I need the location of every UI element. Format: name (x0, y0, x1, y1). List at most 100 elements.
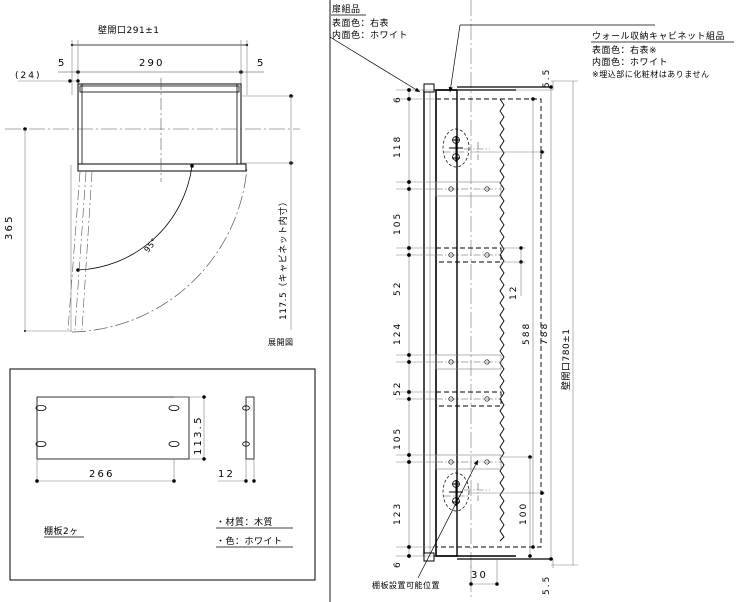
slot-hole (448, 459, 454, 465)
dim-sec-105-a: 105 (393, 212, 403, 235)
dim-dot (68, 79, 72, 83)
cabinet-assembly-line-1: 表面色：右表※ (592, 44, 657, 56)
shelf-pin (35, 404, 47, 411)
top-left-notch (423, 83, 435, 93)
hinge-bottom (442, 472, 470, 512)
dim-sec-wall-opening: 壁開口780±1 (560, 329, 572, 390)
shelf-detail-group (9, 368, 316, 581)
door-trace (74, 171, 87, 331)
dim-dot (519, 246, 523, 250)
dim-dot (202, 395, 206, 399)
dim-dot (172, 479, 176, 483)
dim-shelf-width: 266 (89, 469, 115, 480)
door-assembly-heading: 扉組品 (332, 3, 361, 15)
dim-sec-5-5-top: 5.5 (542, 68, 552, 88)
cabinet-assembly-heading: ウォール収納キャビネット組品 (592, 30, 725, 42)
dim-wall-opening-291: 壁開口291±1 (98, 24, 159, 36)
shelf-pin (168, 440, 180, 447)
dim-dot (549, 557, 553, 561)
hinge-screw (452, 480, 460, 488)
slot-hole (484, 186, 490, 192)
shelf-position-label: 棚板設置可能位置 (372, 580, 440, 590)
slot-hole (448, 396, 454, 402)
dim-shelf-thickness: 12 (218, 469, 235, 480)
door-swing-arc-outer (71, 167, 248, 333)
slot-hole (448, 359, 454, 365)
cabinet-assembly-line-2: 内面色：ホワイト (592, 56, 668, 68)
dim-sec-124: 124 (393, 322, 403, 345)
leader-door-assembly (329, 36, 421, 93)
shelf-slot-4 (435, 391, 502, 407)
dim-dot (528, 554, 532, 558)
dim-dot (202, 457, 206, 461)
cavity-hatch-edge (499, 98, 505, 542)
inner-cavity-dashed (435, 98, 542, 548)
dim-sec-30: 30 (471, 570, 488, 581)
door-trace (81, 171, 93, 331)
hinge-top (442, 128, 470, 168)
slot-hole (448, 186, 454, 192)
hinge-outline (442, 472, 470, 512)
dim-sec-105-b: 105 (393, 427, 403, 450)
shelf-slot-2 (435, 247, 502, 263)
dim-sec-bottom-6: 6 (393, 560, 403, 568)
dim-sec-5-5-bottom: 5.5 (542, 575, 552, 595)
shelf-caption: 棚板2ヶ (44, 525, 79, 537)
shelf-spec-color: ・色：ホワイト (216, 535, 283, 547)
dim-dot (252, 479, 256, 483)
slot-hole (484, 396, 490, 402)
dim-sec-52-b: 52 (393, 381, 403, 396)
shelf-pin-side (242, 405, 250, 411)
hinge-screw (452, 497, 460, 505)
door-trace (67, 171, 81, 331)
dim-24: (24) (15, 71, 41, 81)
dim-dot (540, 491, 544, 495)
dim-right-5: 5 (257, 58, 266, 69)
dim-sec-top-6: 6 (393, 95, 403, 103)
plan-view-label: 展開図 (268, 338, 294, 347)
dim-dot (531, 545, 535, 549)
dim-dot (469, 582, 473, 586)
hinge-screw (452, 136, 460, 144)
hinge-cross (449, 480, 463, 506)
slot-hole (484, 459, 490, 465)
dim-dot (549, 85, 553, 89)
hinge-screw (452, 153, 460, 161)
arc-endpoint (190, 164, 194, 168)
dim-dot (531, 97, 535, 101)
dim-sec-100: 100 (519, 502, 529, 525)
dim-dot (76, 79, 80, 83)
left-dim-dots (407, 88, 411, 558)
door-swing-arc (77, 165, 193, 271)
shelf-pin (35, 440, 47, 447)
dim-shelf-height: 113.5 (193, 415, 204, 455)
door-assembly-line-2: 内面色：ホワイト (332, 29, 408, 41)
slot-hole (484, 359, 490, 365)
dim-sec-788: 788 (540, 322, 550, 345)
leader-shelf-position (417, 459, 479, 579)
shelf-pin (168, 404, 180, 411)
door-assembly-line-1: 表面色：右表 (332, 17, 389, 29)
cabinet-assembly-note: ※埋込部に化粧材はありません (592, 69, 709, 79)
slot-hole (484, 252, 490, 258)
shelf-side-outline (245, 396, 255, 460)
dim-290: 290 (139, 58, 165, 69)
left-dim-chain (396, 89, 436, 557)
dim-dot (244, 479, 248, 483)
shelf-pin-side (242, 441, 250, 447)
dim-sec-123: 123 (393, 502, 403, 525)
dim-dot (35, 479, 39, 483)
dim-cabinet-inner: 117.5（キャビネット内寸） (277, 197, 289, 320)
leader-cabinet-assembly (448, 24, 461, 93)
hinge-outline (442, 128, 470, 168)
hinge-cross (449, 136, 463, 162)
slot-hole (448, 252, 454, 258)
bottom-plate-plan (77, 163, 247, 172)
dim-sec-52-a: 52 (393, 281, 403, 296)
shelf-detail-frame (9, 368, 316, 581)
dim-sec-12: 12 (509, 285, 519, 300)
shelf-front-outline (36, 396, 190, 460)
